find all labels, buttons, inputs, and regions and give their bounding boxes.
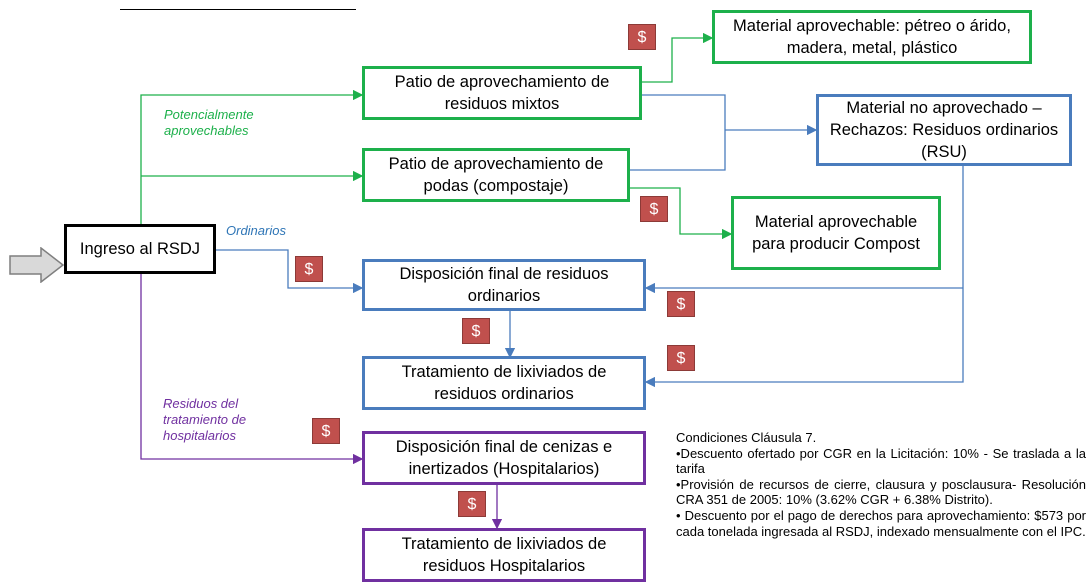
cost-badge-icon: $: [295, 256, 323, 282]
cost-badge-icon: $: [667, 291, 695, 317]
cost-badge-icon: $: [458, 491, 486, 517]
patio-podas-box: Patio de aprovechamiento de podas (compo…: [362, 148, 630, 202]
header-underline: [120, 9, 356, 10]
potencialmente-label: Potencialmente aprovechables: [164, 107, 254, 138]
cost-badge-icon: $: [462, 318, 490, 344]
cost-badge-icon: $: [640, 196, 668, 222]
disposicion-ordinarios-box: Disposición final de residuos ordinarios: [362, 259, 646, 311]
cost-badge-icon: $: [312, 418, 340, 444]
notes-title: Condiciones Cláusula 7.: [676, 430, 817, 445]
notes-item: •Provisión de recursos de cierre, clausu…: [676, 476, 1086, 508]
ingreso-label: Ingreso al RSDJ: [79, 240, 201, 258]
material-aprovechable-label: Material aprovechable: pétreo o árido, m…: [733, 17, 1011, 57]
disposicion-ordinarios-label: Disposición final de residuos ordinarios: [399, 265, 609, 305]
ingreso-box: Ingreso al RSDJ: [64, 224, 216, 274]
lixiviados-hospitalarios-box: Tratamiento de lixiviados de residuos Ho…: [362, 528, 646, 582]
disposicion-cenizas-box: Disposición final de cenizas e inertizad…: [362, 431, 646, 485]
lixiviados-ordinarios-label: Tratamiento de lixiviados de residuos or…: [401, 363, 607, 403]
patio-podas-label: Patio de aprovechamiento de podas (compo…: [388, 155, 604, 195]
patio-mixtos-box: Patio de aprovechamiento de residuos mix…: [362, 66, 642, 120]
notes-item: •Descuento ofertado por CGR en la Licita…: [676, 445, 1086, 477]
cost-badge-icon: $: [628, 24, 656, 50]
material-compost-box: Material aprovechable para producir Comp…: [731, 196, 941, 270]
lixiviados-hospitalarios-label: Tratamiento de lixiviados de residuos Ho…: [401, 535, 607, 575]
material-no-aprovechado-label: Material no aprovechado – Rechazos: Resi…: [829, 99, 1059, 161]
disposicion-cenizas-label: Disposición final de cenizas e inertizad…: [395, 438, 613, 478]
input-arrow-icon: [9, 247, 65, 283]
conditions-notes: Condiciones Cláusula 7. •Descuento ofert…: [676, 430, 1086, 539]
material-compost-label: Material aprovechable para producir Comp…: [752, 213, 920, 253]
patio-mixtos-label: Patio de aprovechamiento de residuos mix…: [394, 73, 610, 113]
material-no-aprovechado-box: Material no aprovechado – Rechazos: Resi…: [816, 94, 1072, 166]
ordinarios-label: Ordinarios: [226, 223, 286, 238]
residuos-hospitalarios-label: Residuos del tratamiento de hospitalario…: [163, 396, 247, 443]
material-aprovechable-box: Material aprovechable: pétreo o árido, m…: [712, 10, 1032, 64]
lixiviados-ordinarios-box: Tratamiento de lixiviados de residuos or…: [362, 356, 646, 410]
notes-item: • Descuento por el pago de derechos para…: [676, 507, 1086, 539]
cost-badge-icon: $: [667, 345, 695, 371]
